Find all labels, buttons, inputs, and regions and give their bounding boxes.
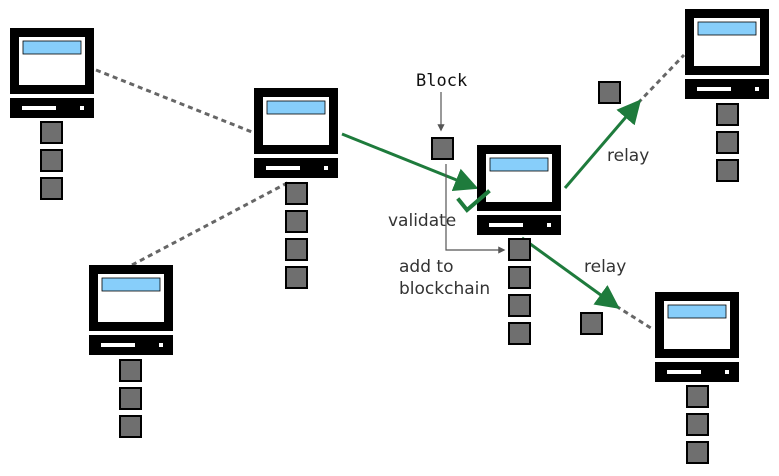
peer-link-bottom-left (131, 179, 292, 267)
blockchain-stack-bottom-left (119, 359, 142, 438)
incoming-block-arrow (341, 132, 479, 191)
computer-icon (654, 291, 740, 383)
block-icon (686, 441, 709, 464)
block-icon (119, 359, 142, 382)
computer-icon (253, 87, 339, 179)
computer-icon (684, 8, 770, 100)
blockchain-stack-top-right (716, 103, 739, 182)
computer-icon (9, 27, 95, 119)
block-icon (508, 294, 531, 317)
peer-link-top-right (636, 53, 686, 105)
checkmark-icon (456, 189, 491, 213)
relay-arrow-top (563, 99, 642, 189)
block-icon (40, 121, 63, 144)
block-label: Block (416, 71, 467, 91)
block-icon (686, 385, 709, 408)
relayed-block-icon (580, 312, 603, 335)
relayed-block-icon (598, 81, 621, 104)
blockchain-stack-bottom-right (686, 385, 709, 464)
block-icon (285, 210, 308, 233)
relay-label-top: relay (607, 146, 649, 166)
computer-icon (476, 144, 562, 236)
block-icon (40, 149, 63, 172)
relay-label-bottom: relay (584, 257, 626, 277)
peer-link-left (95, 68, 253, 134)
block-icon (716, 159, 739, 182)
block-icon (119, 387, 142, 410)
block-icon (119, 415, 142, 438)
block-icon (40, 177, 63, 200)
block-icon (716, 131, 739, 154)
blockchain-label: blockchain (399, 279, 490, 299)
block-icon (686, 413, 709, 436)
block-icon (285, 182, 308, 205)
validate-label: validate (388, 211, 456, 231)
block-icon (508, 322, 531, 345)
add-to-chain-connector (445, 164, 506, 254)
block-icon (508, 266, 531, 289)
blockchain-stack-top-left (40, 121, 63, 200)
add-to-label: add to (399, 257, 453, 277)
peer-link-bottom-right (615, 304, 655, 332)
block-icon (285, 238, 308, 261)
relay-arrow-bottom (521, 236, 620, 309)
block-icon (285, 266, 308, 289)
blockchain-stack-center (508, 238, 531, 345)
new-block-icon (431, 137, 454, 160)
block-icon (508, 238, 531, 261)
blockchain-stack-center-left (285, 182, 308, 289)
block-icon (716, 103, 739, 126)
computer-icon (88, 264, 174, 356)
